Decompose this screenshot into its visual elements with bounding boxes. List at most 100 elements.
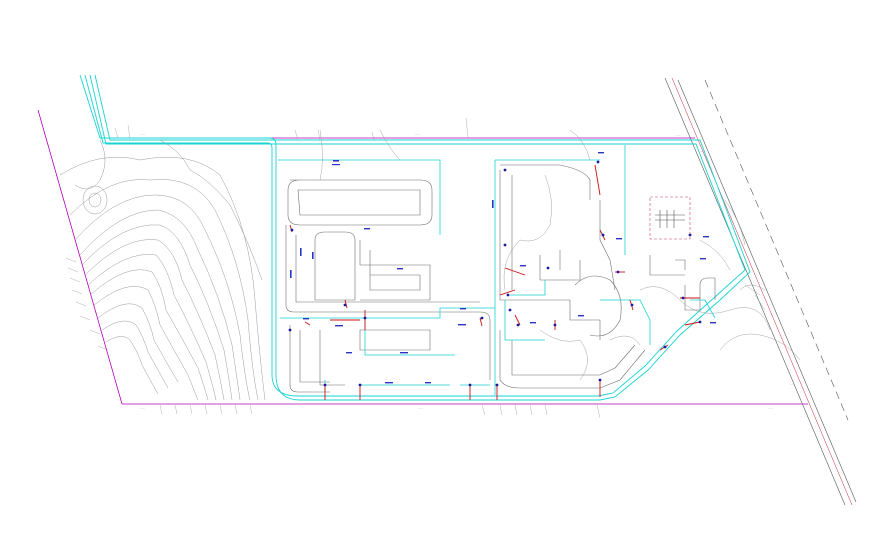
node-dot (506, 293, 510, 297)
building-outline (649, 196, 691, 240)
contour-line (79, 209, 241, 401)
red-segment (504, 267, 526, 276)
annotation-mark (458, 324, 466, 326)
tick (234, 404, 238, 415)
road-east-inner (539, 255, 581, 281)
terrain-line (569, 129, 591, 161)
annotation-mark (333, 160, 339, 162)
annotation-marks (290, 152, 716, 384)
road-far-east-2 (649, 255, 685, 276)
leader-line (754, 294, 766, 311)
terrain-line (724, 199, 746, 246)
node-dot (616, 270, 620, 274)
terrain-line (639, 286, 771, 331)
property-line-west (37, 109, 123, 405)
contour-line (101, 320, 169, 389)
annotation-mark (616, 238, 622, 240)
node-dot (343, 303, 347, 307)
contour-line (97, 303, 179, 383)
annotation-mark (300, 248, 302, 256)
tick (67, 267, 79, 273)
road-south-loop (359, 329, 431, 351)
node-dot (630, 303, 634, 307)
annotation-mark (425, 382, 431, 384)
node-dot (503, 168, 507, 172)
road-east-south-2 (511, 340, 636, 376)
contour-ticks (65, 124, 253, 415)
road-east-loop (574, 275, 622, 337)
road-label: ····· (418, 406, 423, 410)
road-label: ····· (415, 132, 420, 136)
leader-line (481, 404, 486, 416)
perimeter-road-outer (79, 74, 751, 401)
tick (114, 127, 119, 139)
red-segment (514, 314, 521, 326)
tick (174, 404, 178, 415)
utility-line (600, 299, 651, 345)
leader-line (499, 404, 503, 416)
annotation-mark (397, 268, 403, 270)
node-dot (516, 323, 520, 327)
node-dot (358, 383, 362, 387)
utility-nodes (288, 160, 702, 387)
road-north-loop (287, 179, 433, 226)
road-west-spine (285, 225, 491, 380)
tick (89, 329, 101, 335)
annotation-mark (492, 200, 494, 208)
contour-knoll (88, 192, 102, 208)
road-south-west-2 (299, 330, 330, 383)
node-dot (601, 233, 605, 237)
road-label: ····· (140, 406, 145, 410)
node-dot (495, 383, 499, 387)
terrain-line (503, 239, 521, 291)
node-dot (681, 296, 685, 300)
road-label: ····· (700, 149, 705, 153)
node-dot (596, 160, 600, 164)
terrain-line (379, 129, 401, 161)
road-south-west-3 (319, 330, 345, 386)
contour-line (74, 194, 251, 401)
highway-edge-2 (671, 77, 853, 506)
annotation-mark (520, 265, 526, 267)
node-dot (663, 345, 667, 349)
node-dot (363, 316, 367, 320)
terrain-line (699, 239, 731, 271)
terrain-line (609, 335, 641, 346)
red-segment (479, 317, 483, 327)
red-segment (684, 321, 701, 326)
node-dot (553, 323, 557, 327)
perimeter-road-inner (84, 74, 746, 397)
annotation-mark (303, 318, 309, 320)
tick (65, 257, 77, 263)
utility-line (280, 307, 495, 319)
contour-line (59, 156, 266, 401)
annotation-mark (710, 322, 716, 324)
contour-line (81, 224, 233, 401)
utility-line (364, 318, 455, 356)
road-west-spine-2 (295, 235, 480, 303)
annotation-mark (530, 322, 536, 324)
terrain-line (319, 129, 323, 181)
annotation-mark (385, 382, 393, 384)
node-dot (468, 383, 472, 387)
utility-line (278, 159, 441, 235)
leader-lines (294, 117, 766, 419)
road-label: ····· (790, 382, 795, 386)
utility-red-segments (289, 164, 701, 400)
highway-edge-3 (677, 79, 857, 503)
annotation-mark (700, 258, 706, 260)
annotation-mark (598, 152, 604, 154)
topographic-contours (59, 139, 266, 401)
contour-line (84, 239, 225, 401)
annotation-mark (335, 325, 343, 327)
road-labels: ····· ····· ····· ····· ····· ····· ····… (140, 132, 795, 410)
node-dot (598, 378, 602, 382)
leader-line (514, 404, 518, 416)
perimeter-road (79, 74, 751, 401)
contour-line (105, 336, 159, 395)
leader-line (596, 404, 601, 419)
annotation-mark (290, 270, 292, 278)
node-dot (288, 328, 292, 332)
node-dot (323, 383, 327, 387)
contour-line (69, 179, 259, 401)
